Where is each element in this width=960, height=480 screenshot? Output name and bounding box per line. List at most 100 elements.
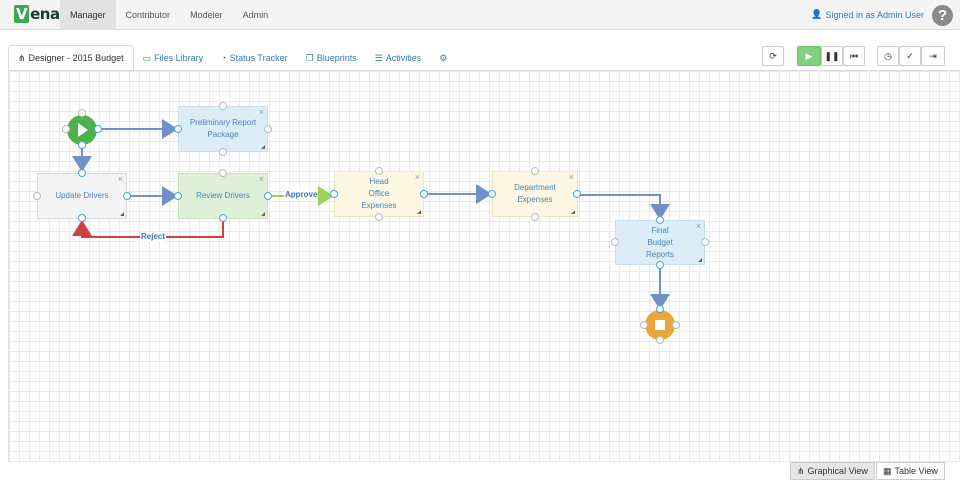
node-port[interactable] — [488, 190, 496, 198]
designer-tabs: ⋔Designer - 2015 Budget ▭Files Library ◔… — [8, 45, 456, 71]
node-head-office-expenses[interactable]: Head Office Expenses × — [334, 171, 424, 217]
tab-status-tracker[interactable]: ◔Status Tracker — [212, 45, 296, 71]
resize-handle-icon[interactable] — [698, 258, 702, 262]
resize-handle-icon[interactable] — [261, 145, 265, 149]
resize-handle-icon[interactable] — [417, 210, 421, 214]
graphical-view-label: Graphical View — [807, 466, 868, 476]
reject-label: Reject — [140, 232, 167, 242]
node-port[interactable] — [174, 125, 182, 133]
resize-handle-icon[interactable] — [261, 212, 265, 216]
node-port[interactable] — [219, 102, 227, 110]
node-port[interactable] — [611, 238, 619, 246]
tab-blueprints[interactable]: ❐Blueprints — [297, 45, 366, 71]
node-port[interactable] — [701, 238, 709, 246]
node-port[interactable] — [672, 321, 680, 329]
node-preliminary-report-package[interactable]: Preliminary Report Package × — [178, 106, 268, 152]
signed-in-user[interactable]: 👤 Signed in as Admin User — [811, 9, 924, 20]
nav-admin[interactable]: Admin — [242, 10, 269, 20]
node-port[interactable] — [219, 169, 227, 177]
gear-icon: ⚙ — [439, 53, 448, 63]
table-view-label: Table View — [894, 466, 938, 476]
node-port[interactable] — [640, 321, 648, 329]
node-port[interactable] — [420, 190, 428, 198]
node-port[interactable] — [264, 192, 272, 200]
tab-activities[interactable]: ☰Activities — [366, 45, 431, 71]
list-icon: ☰ — [374, 53, 383, 63]
sitemap-icon: ⋔ — [797, 466, 805, 476]
node-update-label: Update Drivers — [55, 191, 109, 200]
node-port[interactable] — [656, 305, 664, 313]
close-icon[interactable]: × — [695, 221, 701, 231]
node-port[interactable] — [219, 214, 227, 222]
tab-activities-label: Activities — [385, 53, 422, 63]
tab-files-library[interactable]: ▭Files Library — [134, 45, 213, 71]
tab-files-library-label: Files Library — [154, 53, 204, 63]
tab-blueprints-label: Blueprints — [316, 53, 357, 63]
node-port[interactable] — [33, 192, 41, 200]
node-port[interactable] — [656, 261, 664, 269]
link-department-final[interactable] — [578, 194, 670, 220]
node-department-expenses[interactable]: Department Expenses × — [492, 171, 578, 217]
node-port[interactable] — [330, 190, 338, 198]
node-port[interactable] — [219, 148, 227, 156]
node-port[interactable] — [656, 216, 664, 224]
node-update-drivers[interactable]: Update Drivers × — [37, 173, 127, 219]
tab-designer[interactable]: ⋔Designer - 2015 Budget — [8, 45, 134, 71]
node-port[interactable] — [62, 125, 70, 133]
tab-designer-label: Designer - 2015 Budget — [28, 53, 124, 63]
node-port[interactable] — [78, 141, 86, 149]
close-icon[interactable]: × — [117, 174, 123, 184]
tab-settings[interactable]: ⚙ — [430, 45, 456, 71]
clock-button[interactable]: ◷ — [877, 46, 899, 66]
nav-contributor[interactable]: Contributor — [125, 10, 171, 20]
close-icon[interactable]: × — [414, 172, 420, 182]
reset-button[interactable]: ⏮ — [843, 46, 865, 66]
nav-manager[interactable]: Manager — [60, 0, 116, 30]
end-node[interactable] — [645, 310, 675, 340]
node-port[interactable] — [123, 192, 131, 200]
node-port[interactable] — [264, 125, 272, 133]
tab-divider — [8, 70, 960, 71]
sitemap-icon: ⋔ — [18, 53, 26, 63]
table-view-button[interactable]: ▦Table View — [876, 462, 945, 480]
node-port[interactable] — [78, 169, 86, 177]
main-nav: Manager Contributor Modeler Admin — [60, 0, 278, 30]
nav-modeler[interactable]: Modeler — [190, 10, 223, 20]
folder-icon: ▭ — [142, 53, 152, 63]
exit-button[interactable]: ⇥ — [921, 46, 945, 66]
copy-icon: ❐ — [305, 53, 314, 63]
play-button[interactable]: ▶ — [797, 46, 821, 66]
node-port[interactable] — [573, 190, 581, 198]
node-port[interactable] — [375, 213, 383, 221]
table-icon: ▦ — [883, 466, 892, 476]
pause-button[interactable]: ❚❚ — [821, 46, 843, 66]
node-port[interactable] — [94, 125, 102, 133]
resize-handle-icon[interactable] — [120, 212, 124, 216]
close-icon[interactable]: × — [258, 174, 264, 184]
resize-handle-icon[interactable] — [571, 210, 575, 214]
help-icon[interactable]: ? — [932, 5, 953, 26]
signed-in-label: Signed in as Admin User — [825, 9, 924, 20]
node-port[interactable] — [375, 167, 383, 175]
node-port[interactable] — [174, 192, 182, 200]
node-port[interactable] — [78, 214, 86, 222]
node-port[interactable] — [656, 336, 664, 344]
node-port[interactable] — [531, 213, 539, 221]
check-button[interactable]: ✓ — [899, 46, 921, 66]
node-department-label: Department Expenses — [514, 183, 556, 204]
node-final-budget-reports[interactable]: Final Budget Reports × — [615, 220, 705, 265]
approve-label: Approve — [284, 190, 319, 200]
graphical-view-button[interactable]: ⋔Graphical View — [790, 462, 875, 480]
node-review-drivers[interactable]: Review Drivers × — [178, 173, 268, 219]
node-port[interactable] — [78, 109, 86, 117]
node-final-label: Final Budget Reports — [645, 225, 674, 259]
node-preliminary-label: Preliminary Report Package — [189, 118, 257, 139]
close-icon[interactable]: × — [568, 172, 574, 182]
node-review-label: Review Drivers — [196, 191, 250, 200]
start-node[interactable] — [67, 115, 97, 145]
refresh-button[interactable]: ⟳ — [762, 46, 784, 66]
node-port[interactable] — [531, 167, 539, 175]
close-icon[interactable]: × — [258, 107, 264, 117]
